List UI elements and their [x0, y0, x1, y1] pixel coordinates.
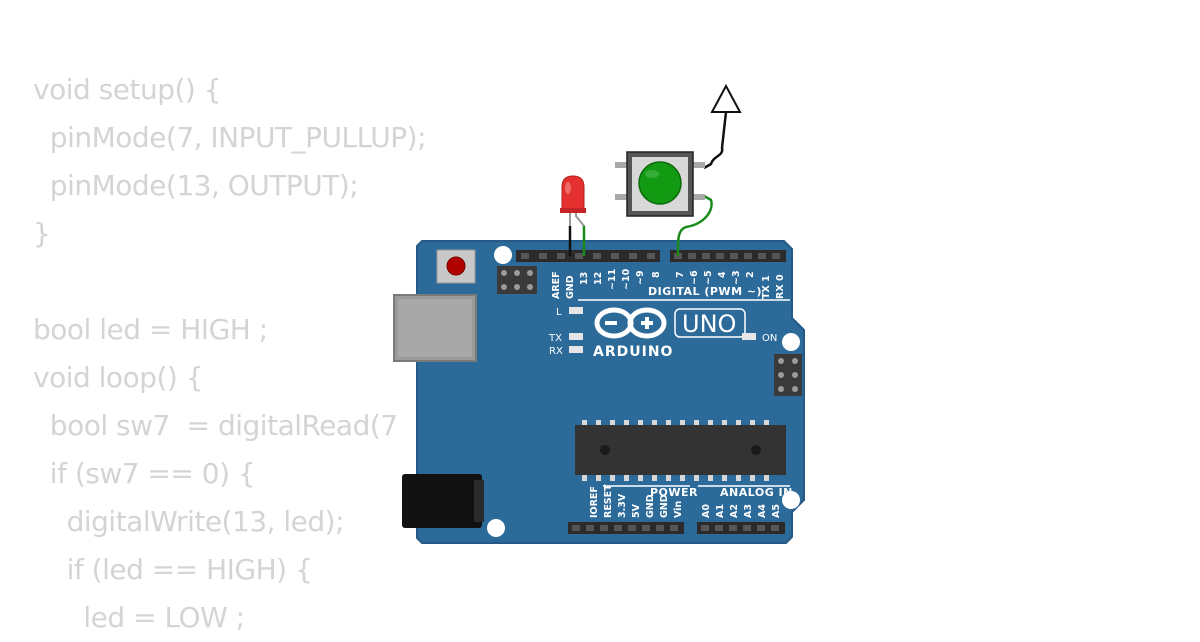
mounting-hole	[487, 519, 505, 537]
power-pin-labels: IOREF RESET 3.3V 5V GND GND Vin	[589, 484, 684, 518]
code-line: bool sw7 = digitalRead(7	[33, 409, 398, 442]
code-listing: void setup() { pinMode(7, INPUT_PULLUP);…	[33, 66, 427, 642]
pin-label: RX 0	[775, 274, 786, 299]
code-line: bool led = HIGH ;	[33, 313, 268, 346]
code-line: if (led == HIGH) {	[33, 553, 313, 586]
mounting-hole	[494, 246, 512, 264]
pin-label: ~6	[689, 270, 700, 285]
code-line: pinMode(7, INPUT_PULLUP);	[33, 121, 427, 154]
pin-label: ~3	[731, 270, 742, 285]
arduino-logo-icon	[594, 307, 667, 339]
code-line: void loop() {	[33, 361, 204, 394]
rx-led-label: RX	[549, 346, 563, 357]
reset-button-cap[interactable]	[446, 256, 466, 276]
pin-label: A3	[743, 504, 754, 518]
microcontroller-chip	[575, 420, 786, 481]
code-line: if (sw7 == 0) {	[33, 457, 256, 490]
pin-label: A4	[757, 504, 768, 518]
analog-pin-labels: A0 A1 A2 A3 A4 A5	[701, 504, 782, 518]
pin-label: 12	[593, 272, 604, 285]
power-header-title: POWER	[650, 486, 698, 499]
pin-label: ~5	[703, 270, 714, 285]
pin-label: 4	[717, 271, 728, 278]
arduino-logo-text: ARDUINO	[593, 344, 673, 360]
analog-header	[697, 522, 785, 534]
usb-port-face	[398, 299, 472, 357]
digital-pin-labels-right: 7 ~6 ~5 4 ~3 2 TX 1 RX 0	[675, 270, 786, 299]
code-line: digitalWrite(13, led);	[33, 505, 345, 538]
vcc-arrow-icon	[710, 83, 742, 113]
digital-pin-labels-left: AREF GND 13 12 ~11 ~10 ~9 8	[551, 268, 662, 299]
pin-label: A1	[715, 504, 726, 518]
on-led-label: ON	[762, 333, 777, 344]
code-line: pinMode(13, OUTPUT);	[33, 169, 359, 202]
pin-label: TX 1	[761, 275, 772, 299]
code-line: void setup() {	[33, 73, 222, 106]
pin-label: GND	[565, 275, 576, 299]
analog-header-title: ANALOG IN	[720, 486, 793, 499]
power-jack-rim	[474, 480, 484, 522]
pin-label: ~10	[621, 268, 632, 290]
l-led	[569, 307, 583, 314]
pin-label: 2	[745, 271, 756, 278]
tx-led-label: TX	[548, 333, 562, 344]
digital-header-right	[670, 250, 786, 262]
code-line: led = LOW ;	[33, 601, 245, 634]
l-led-label: L	[556, 307, 562, 318]
button-pin7-wire	[676, 194, 713, 257]
pushbutton[interactable]	[615, 151, 705, 217]
button-pullup-wire	[703, 111, 728, 170]
pin-label: IOREF	[589, 486, 600, 518]
pin-label: ~9	[635, 270, 646, 285]
pin-label: 8	[651, 271, 662, 278]
mounting-hole	[782, 491, 800, 509]
power-jack	[402, 474, 482, 528]
mounting-hole	[782, 333, 800, 351]
rx-led	[569, 346, 583, 353]
code-line: }	[33, 217, 51, 250]
icsp-header-top	[497, 266, 537, 294]
icsp-header-right	[774, 354, 802, 396]
power-header	[568, 522, 684, 534]
pin-label: ~11	[607, 269, 618, 290]
pin-label: A0	[701, 504, 712, 518]
pin-label: A5	[771, 504, 782, 518]
pin-label: 7	[675, 271, 686, 278]
pin-label: Vin	[673, 501, 684, 518]
pin-label: 13	[579, 272, 590, 285]
pin-label: AREF	[551, 271, 562, 299]
on-led	[742, 333, 756, 340]
pin-label: GND	[659, 494, 670, 518]
digital-header-title: DIGITAL (PWM ~)	[648, 285, 762, 298]
model-text: UNO	[682, 310, 736, 338]
digital-header-left	[516, 250, 660, 262]
pin-label: GND	[645, 494, 656, 518]
tx-led	[569, 333, 583, 340]
pin-label: 5V	[631, 503, 642, 518]
pin-label: 3.3V	[617, 493, 628, 518]
pushbutton-cap[interactable]	[638, 161, 682, 205]
pin-label: A2	[729, 504, 740, 518]
pin-label: RESET	[603, 484, 614, 518]
model-badge	[674, 308, 746, 338]
